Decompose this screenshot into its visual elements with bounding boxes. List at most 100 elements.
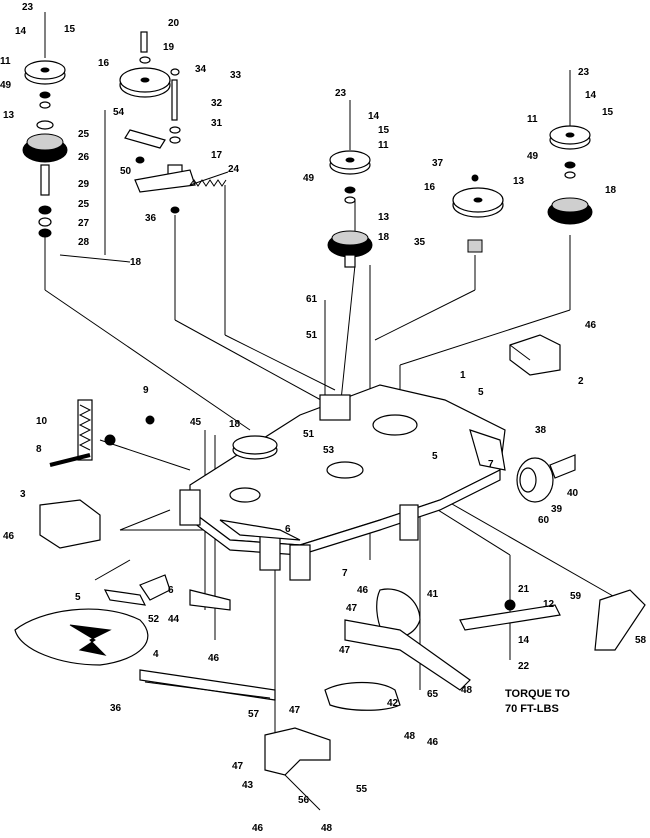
callout: 49: [303, 173, 315, 184]
callout: 46: [208, 653, 220, 664]
callout: 34: [195, 64, 207, 75]
callout: 29: [78, 179, 90, 190]
callout: 61: [306, 294, 318, 305]
callout: 46: [585, 320, 597, 331]
callout: 44: [168, 614, 180, 625]
callout: 33: [230, 70, 242, 81]
lower-left-rail: [139, 669, 276, 701]
callout: 11: [378, 140, 389, 151]
callout: 60: [538, 515, 550, 526]
callout: 22: [518, 661, 530, 672]
callout: 18: [229, 419, 241, 430]
callout: 15: [378, 125, 390, 136]
callout: 27: [78, 218, 90, 229]
callout: 10: [36, 416, 48, 427]
right-bracket: [509, 334, 561, 376]
callout: 19: [163, 42, 175, 53]
callout: 25: [78, 199, 90, 210]
callout: 23: [578, 67, 590, 78]
callout: 11: [527, 114, 538, 125]
callout: 24: [228, 164, 240, 175]
callout: 41: [427, 589, 439, 600]
callout: 43: [242, 780, 254, 791]
callout: 47: [346, 603, 358, 614]
callout: 23: [335, 88, 347, 99]
callout: 49: [527, 151, 539, 162]
callout: 45: [190, 417, 202, 428]
torque-note-line1: TORQUE TO: [505, 688, 570, 700]
callout: 54: [113, 107, 125, 118]
callout: 23: [22, 2, 34, 13]
callout: 13: [3, 110, 15, 121]
callout: 6: [285, 524, 291, 535]
callout: 42: [387, 698, 399, 709]
callout: 11: [0, 56, 11, 67]
callout: 51: [303, 429, 315, 440]
callout: 51: [306, 330, 318, 341]
callout: 56: [298, 795, 310, 806]
callout: 46: [427, 737, 439, 748]
callout: 48: [404, 731, 416, 742]
callout: 36: [110, 703, 122, 714]
callout: 1: [460, 370, 466, 381]
callout: 50: [120, 166, 132, 177]
callout: 20: [168, 18, 180, 29]
callout: 18: [378, 232, 390, 243]
callout: 48: [461, 685, 473, 696]
callout: 8: [36, 444, 42, 455]
callout: 14: [518, 635, 530, 646]
center-spindle-stack: [327, 100, 373, 268]
callout: 18: [605, 185, 617, 196]
callout: 28: [78, 237, 90, 248]
callout: 17: [211, 150, 223, 161]
callout: 48: [321, 823, 333, 834]
callout: 57: [248, 709, 260, 720]
blade: [459, 599, 561, 631]
callout: 14: [368, 111, 380, 122]
callout: 4: [153, 649, 159, 660]
callout: 58: [635, 635, 647, 646]
callout: 7: [488, 459, 494, 470]
callout: 59: [570, 591, 582, 602]
callout: 39: [551, 504, 563, 515]
callout: 47: [339, 645, 351, 656]
roller: [516, 454, 576, 503]
callout: 5: [478, 387, 484, 398]
callout: 46: [357, 585, 369, 596]
callout: 15: [602, 107, 614, 118]
callout: 5: [75, 592, 81, 603]
callout: 46: [252, 823, 264, 834]
callout: 5: [432, 451, 438, 462]
callout: 47: [232, 761, 244, 772]
callout: 14: [585, 90, 597, 101]
callout: 13: [378, 212, 390, 223]
torque-note-line2: 70 FT-LBS: [505, 703, 559, 715]
callout: 35: [414, 237, 426, 248]
callout: 46: [3, 531, 15, 542]
callout: 32: [211, 98, 223, 109]
callout: 40: [567, 488, 579, 499]
callout: 47: [289, 705, 301, 716]
callout: 52: [148, 614, 160, 625]
left-spindle-stack: [22, 12, 68, 238]
torque-note: TORQUE TO 70 FT-LBS: [505, 688, 570, 715]
mower-deck: [179, 384, 506, 581]
left-linkage: [103, 574, 231, 611]
callout: 53: [323, 445, 335, 456]
callout: 38: [535, 425, 547, 436]
chute-parts: [324, 588, 471, 711]
callout: 31: [211, 118, 223, 129]
callout: 13: [513, 176, 525, 187]
lower-bracket: [264, 727, 331, 811]
callout: 65: [427, 689, 439, 700]
callout: 18: [130, 257, 142, 268]
right-spindle-stack: [547, 70, 593, 225]
callout: 12: [543, 599, 555, 610]
callout: 15: [64, 24, 76, 35]
callout: 14: [15, 26, 27, 37]
right-baffle: [594, 589, 646, 651]
callout: 36: [145, 213, 157, 224]
callout: 37: [432, 158, 444, 169]
